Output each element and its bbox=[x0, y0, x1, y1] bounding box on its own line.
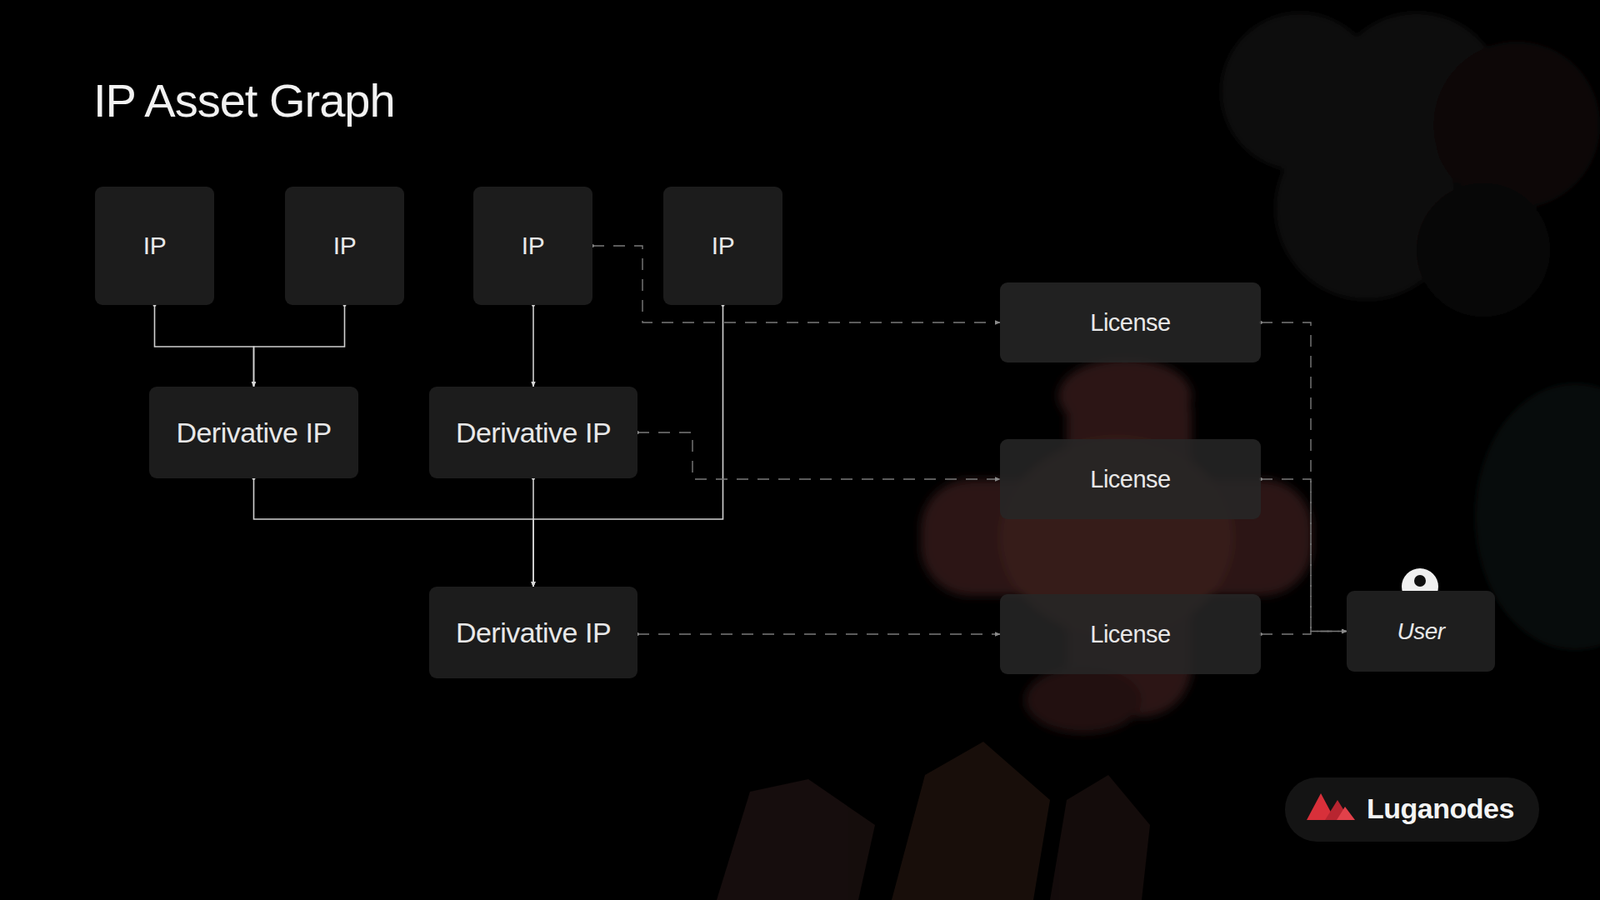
node-label: Derivative IP bbox=[455, 616, 611, 650]
asset-box: Derivative IP bbox=[149, 386, 359, 479]
derivation-connector bbox=[254, 305, 345, 387]
red-blob bbox=[920, 358, 1313, 734]
asset-box: IP bbox=[95, 186, 215, 305]
license-connector bbox=[1260, 479, 1347, 632]
license-connector bbox=[637, 432, 1000, 480]
derivation-connector bbox=[532, 305, 535, 387]
diagram-title: IP Asset Graph bbox=[93, 73, 395, 128]
asset-box: License bbox=[1000, 282, 1261, 363]
node-label: IP bbox=[143, 231, 166, 260]
license-connector bbox=[637, 633, 1000, 635]
node-label: License bbox=[1090, 620, 1170, 649]
node-label: License bbox=[1090, 309, 1170, 337]
user-box: User bbox=[1346, 590, 1495, 672]
derivation-connector bbox=[155, 305, 255, 387]
node-label: IP bbox=[711, 231, 735, 260]
node-label: IP bbox=[333, 231, 356, 260]
license-connector bbox=[592, 245, 1000, 323]
asset-box: Derivative IP bbox=[429, 586, 638, 679]
logo-pill bbox=[1285, 777, 1540, 842]
asset-box: License bbox=[1000, 594, 1261, 675]
license-connector bbox=[1260, 631, 1347, 635]
license-connector bbox=[1260, 322, 1347, 632]
asset-box: IP bbox=[473, 186, 593, 305]
node-label: Derivative IP bbox=[455, 416, 611, 450]
asset-box: IP bbox=[285, 186, 405, 305]
asset-box: IP bbox=[663, 186, 783, 305]
asset-box: License bbox=[1000, 439, 1261, 520]
bottom-blocks bbox=[716, 741, 1150, 900]
node-label: Derivative IP bbox=[175, 416, 331, 450]
logo-text: Luganodes bbox=[1366, 792, 1515, 825]
node-label: IP bbox=[521, 231, 545, 260]
derivation-connector bbox=[254, 478, 535, 587]
asset-box: Derivative IP bbox=[429, 386, 638, 479]
node-label: License bbox=[1090, 465, 1170, 494]
dark-sphere-cluster bbox=[1220, 12, 1600, 317]
node-label: User bbox=[1396, 618, 1445, 645]
logo-mark bbox=[1306, 793, 1355, 820]
